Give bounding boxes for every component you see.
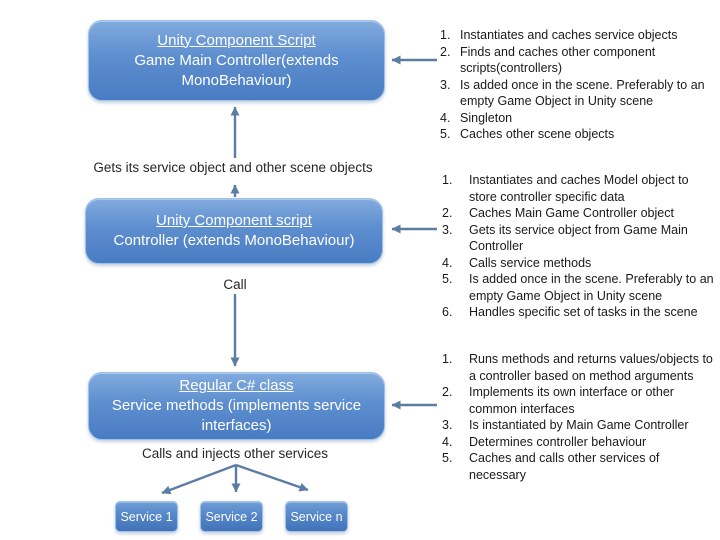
node-service-class: Regular C# class Service methods (implem… bbox=[88, 372, 385, 440]
list-item-number: 1. bbox=[442, 173, 453, 187]
list-item: 3. Is added once in the scene. Preferabl… bbox=[440, 77, 714, 110]
node-service-1: Service 1 bbox=[115, 501, 178, 532]
list-item-text: Singleton bbox=[460, 110, 513, 125]
list-item: 3. Is instantiated by Main Game Controll… bbox=[442, 417, 716, 434]
arrow-fan-to-service-1 bbox=[161, 463, 237, 495]
list-item-text: Is added once in the scene. Preferably t… bbox=[460, 77, 705, 109]
list-item-number: 5. bbox=[442, 451, 453, 465]
list-item-number: 4. bbox=[440, 110, 451, 125]
list-item-text: Caches and calls other services of neces… bbox=[469, 451, 660, 482]
list-item-text: Runs methods and returns values/objects … bbox=[469, 352, 713, 383]
list-item-number: 4. bbox=[442, 255, 453, 270]
list-item-number: 4. bbox=[442, 434, 453, 449]
list-item-text: Caches other scene objects bbox=[460, 127, 615, 141]
node-service-n: Service n bbox=[285, 501, 348, 532]
node-body: Controller (extends MonoBehaviour) bbox=[113, 232, 355, 249]
list-item-number: 5. bbox=[442, 272, 453, 286]
list-item-number: 1. bbox=[442, 352, 453, 366]
list-item: 4. Determines controller behaviour bbox=[442, 434, 716, 451]
list-item-number: 3. bbox=[442, 222, 453, 237]
list-item-text: Handles specific set of tasks in the sce… bbox=[469, 305, 698, 319]
node-heading: Unity Component Script bbox=[157, 31, 316, 49]
list-item: 5. Caches and calls other services of ne… bbox=[442, 450, 716, 483]
list-item: 4. Singleton bbox=[440, 110, 714, 127]
edge-label-call: Call bbox=[205, 277, 265, 292]
edge-label-gets-service-objects: Gets its service object and other scene … bbox=[88, 160, 378, 175]
node-heading: Regular C# class bbox=[179, 377, 294, 394]
list-item-text: Finds and caches other component scripts… bbox=[460, 44, 656, 76]
list-item-text: Instantiates and caches Model object to … bbox=[469, 173, 689, 204]
list-item-number: 3. bbox=[440, 77, 451, 92]
node-heading: Unity Component script bbox=[156, 212, 312, 229]
list-item: 1. Instantiates and caches service objec… bbox=[440, 27, 714, 44]
list-item: 2. Finds and caches other component scri… bbox=[440, 44, 714, 77]
list-item: 6. Handles specific set of tasks in the … bbox=[442, 304, 716, 321]
list-item-number: 2. bbox=[440, 44, 451, 59]
list-item-text: Is instantiated by Main Game Controller bbox=[469, 418, 689, 432]
notes-list-main-controller: 1. Instantiates and caches service objec… bbox=[440, 27, 714, 143]
list-item-number: 6. bbox=[442, 305, 453, 319]
list-item-number: 5. bbox=[440, 127, 451, 141]
list-item-number: 1. bbox=[440, 28, 451, 42]
list-item: 3. Gets its service object from Game Mai… bbox=[442, 222, 716, 255]
list-item-text: Caches Main Game Controller object bbox=[469, 206, 674, 220]
node-service-2: Service 2 bbox=[200, 501, 263, 532]
list-item-number: 3. bbox=[442, 418, 453, 432]
list-item: 2. Caches Main Game Controller object bbox=[442, 205, 716, 222]
list-item-number: 2. bbox=[442, 206, 453, 220]
notes-list-service-class: 1. Runs methods and returns values/objec… bbox=[442, 351, 716, 483]
list-item: 2. Implements its own interface or other… bbox=[442, 384, 716, 417]
node-body: Service methods (implements service inte… bbox=[111, 397, 362, 434]
list-item: 1. Instantiates and caches Model object … bbox=[442, 172, 716, 205]
list-item-text: Is added once in the scene. Preferably t… bbox=[469, 272, 714, 303]
list-item-text: Calls service methods bbox=[469, 255, 592, 270]
list-item: 5. Caches other scene objects bbox=[440, 126, 714, 143]
list-item-number: 2. bbox=[442, 385, 453, 399]
arrow-fan-to-service-n bbox=[235, 463, 309, 492]
list-item-text: Implements its own interface or other co… bbox=[469, 385, 674, 416]
list-item-text: Instantiates and caches service objects bbox=[460, 28, 678, 42]
notes-list-controller: 1. Instantiates and caches Model object … bbox=[442, 172, 716, 321]
edge-label-calls-and-injects: Calls and injects other services bbox=[125, 446, 345, 461]
node-body: Game Main Controller(extends MonoBehavio… bbox=[134, 51, 339, 89]
node-controller: Unity Component script Controller (exten… bbox=[85, 198, 383, 264]
list-item: 4. Calls service methods bbox=[442, 255, 716, 272]
list-item-text: Gets its service object from Game Main C… bbox=[469, 222, 688, 254]
node-game-main-controller: Unity Component Script Game Main Control… bbox=[88, 20, 385, 101]
list-item: 5. Is added once in the scene. Preferabl… bbox=[442, 271, 716, 304]
list-item: 1. Runs methods and returns values/objec… bbox=[442, 351, 716, 384]
list-item-text: Determines controller behaviour bbox=[469, 434, 647, 449]
